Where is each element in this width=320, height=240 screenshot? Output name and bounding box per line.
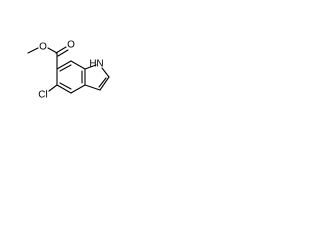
nitrogen-label: N	[96, 59, 103, 70]
bond-c2-c3-inner	[98, 77, 107, 88]
carbonyl-oxygen-label: O	[67, 40, 75, 51]
bond-c7a-c7	[70, 60, 86, 70]
molecule-drawing: O O H N Cl	[27, 40, 110, 101]
bond-c7-c6	[56, 60, 72, 70]
bond-c5-c4	[56, 84, 72, 94]
chlorine-label: Cl	[38, 90, 47, 101]
nitrogen-h-label: H	[89, 59, 96, 70]
bond-c4-c3a	[70, 84, 86, 94]
structure-canvas: O O H N Cl	[0, 0, 152, 152]
bond-carbonyl-o-double-b	[57, 49, 69, 57]
bond-carbonyl-o-ester	[47, 47, 58, 54]
bond-o-methyl	[27, 47, 39, 54]
bond-c5-cl	[48, 84, 58, 92]
bond-c7a-n1	[84, 64, 97, 70]
ester-oxygen-label: O	[39, 42, 47, 53]
bond-c3-c3a	[84, 84, 101, 91]
bond-carbonyl-o-double-a	[55, 46, 67, 54]
bond-c2-c3	[99, 76, 110, 91]
bond-n1-c2	[101, 67, 110, 78]
bond-c7-c6-inner	[59, 64, 72, 72]
bond-c5-c4-inner	[59, 82, 72, 90]
